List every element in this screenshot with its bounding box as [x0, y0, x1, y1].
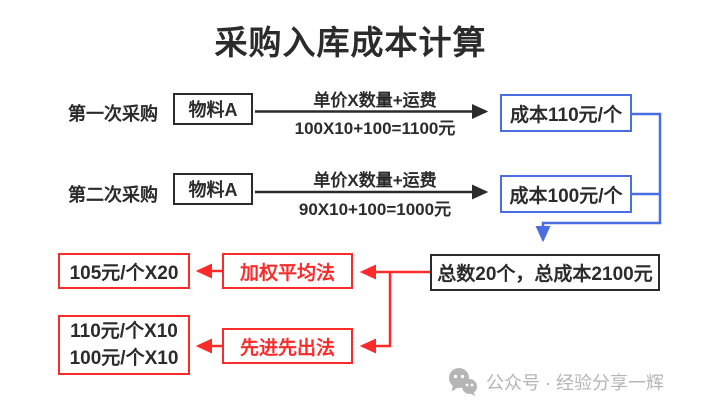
page-title: 采购入库成本计算: [214, 24, 487, 61]
row1-item-box: 物料A: [173, 93, 253, 125]
fifo-result-box: 110元/个X10 100元/个X10: [58, 315, 190, 375]
weighted-average-result-box: 105元/个X20: [58, 253, 190, 289]
row2-cost-box: 成本100元/个: [500, 175, 632, 213]
wechat-icon: [448, 368, 478, 396]
method-fifo-box: 先进先出法: [222, 328, 353, 364]
row2-formula-bottom: 90X10+100=1000元: [298, 200, 452, 219]
watermark: 公众号 · 经验分享一辉: [448, 368, 664, 396]
red-arrow-to-fifo: [359, 272, 392, 354]
row1-cost-box: 成本110元/个: [500, 94, 632, 132]
total-box: 总数20个，总成本2100元: [430, 254, 660, 291]
watermark-text: 公众号 · 经验分享一辉: [486, 373, 664, 393]
row2-item-box: 物料A: [173, 173, 253, 205]
method-weighted-average-box: 加权平均法: [222, 253, 353, 289]
row2-label: 第二次采购: [68, 185, 158, 205]
row2-formula-top: 单价X数量+运费: [313, 171, 437, 190]
row1-formula-top: 单价X数量+运费: [313, 91, 437, 110]
fifo-result-line1: 110元/个X10: [70, 321, 178, 342]
row1-label: 第一次采购: [68, 104, 158, 124]
fifo-result-line2: 100元/个X10: [69, 348, 179, 369]
row1-formula-bottom: 100X10+100=1100元: [294, 119, 456, 138]
